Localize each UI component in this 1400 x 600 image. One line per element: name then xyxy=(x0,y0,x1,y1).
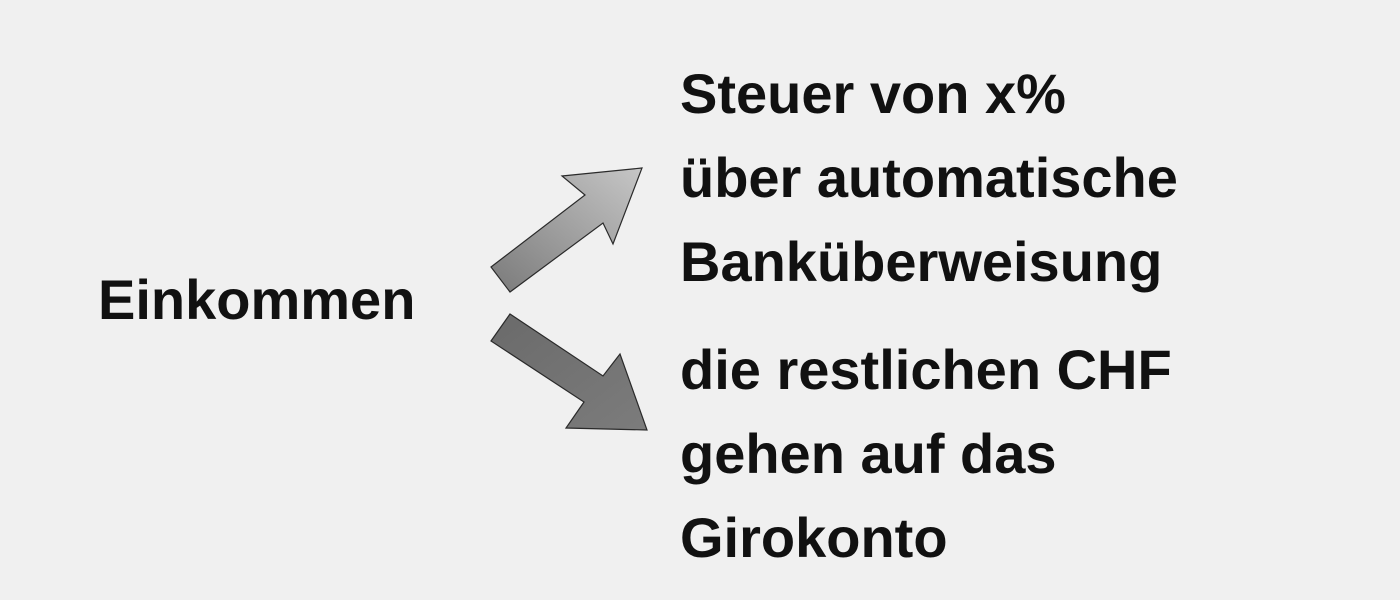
target-rest-line-1: die restlichen CHF xyxy=(680,338,1172,401)
target-tax-line-3: Banküberweisung xyxy=(680,230,1163,293)
arrow-up-right-icon xyxy=(490,167,643,293)
arrow-down-right-icon xyxy=(490,313,648,431)
target-rest: die restlichen CHF gehen auf das Girokon… xyxy=(680,328,1172,580)
target-tax-line-1: Steuer von x% xyxy=(680,62,1066,125)
target-rest-line-3: Girokonto xyxy=(680,506,948,569)
source-label: Einkommen xyxy=(98,268,416,331)
target-tax-line-2: über automatische xyxy=(680,146,1178,209)
target-rest-line-2: gehen auf das xyxy=(680,422,1057,485)
target-tax: Steuer von x% über automatische Banküber… xyxy=(680,52,1178,304)
